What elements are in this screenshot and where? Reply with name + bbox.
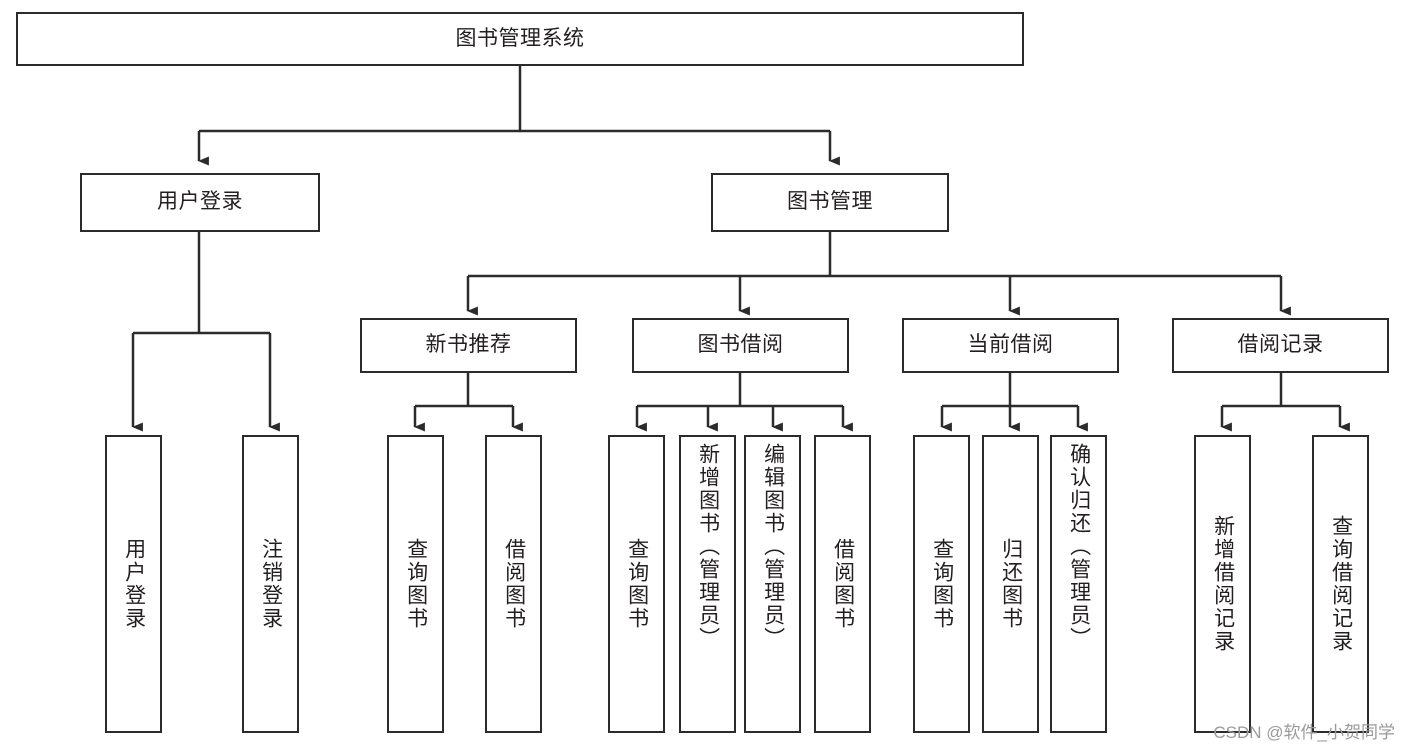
- node-leaf-edit-book-label: 编辑图书（管理员）: [761, 443, 785, 650]
- node-leaf-add-record[interactable]: 新增借阅记录: [1194, 435, 1251, 733]
- node-new-book-rec[interactable]: 新书推荐: [360, 318, 577, 373]
- node-leaf-confirm-return[interactable]: 确认归还（管理员）: [1050, 435, 1107, 733]
- node-leaf-user-login[interactable]: 用户登录: [105, 435, 162, 733]
- csdn-watermark: CSDN @软件_小贺同学: [1213, 723, 1395, 742]
- node-root-label: 图书管理系统: [455, 26, 585, 50]
- node-book-manage[interactable]: 图书管理: [711, 173, 949, 232]
- node-book-manage-label: 图书管理: [787, 190, 873, 214]
- node-leaf-add-record-label: 新增借阅记录: [1211, 515, 1235, 653]
- node-leaf-borrow-book-2[interactable]: 借阅图书: [814, 435, 871, 733]
- node-book-borrow[interactable]: 图书借阅: [632, 318, 849, 373]
- node-leaf-user-login-label: 用户登录: [122, 538, 146, 630]
- node-user-login[interactable]: 用户登录: [80, 173, 320, 232]
- node-leaf-return-book-label: 归还图书: [999, 538, 1023, 630]
- node-user-login-label: 用户登录: [157, 190, 243, 214]
- node-leaf-query-book-3[interactable]: 查询图书: [913, 435, 970, 733]
- node-leaf-add-book[interactable]: 新增图书（管理员）: [679, 435, 736, 733]
- node-leaf-return-book[interactable]: 归还图书: [982, 435, 1039, 733]
- node-borrow-record[interactable]: 借阅记录: [1172, 318, 1389, 373]
- node-leaf-query-book-3-label: 查询图书: [930, 538, 954, 630]
- node-new-book-rec-label: 新书推荐: [425, 333, 512, 357]
- node-leaf-add-book-label: 新增图书（管理员）: [696, 443, 720, 650]
- node-leaf-query-book-1[interactable]: 查询图书: [387, 435, 444, 733]
- node-leaf-edit-book[interactable]: 编辑图书（管理员）: [744, 435, 801, 733]
- node-current-borrow[interactable]: 当前借阅: [902, 318, 1119, 373]
- node-leaf-user-logout[interactable]: 注销登录: [242, 435, 299, 733]
- node-borrow-record-label: 借阅记录: [1237, 333, 1324, 357]
- node-leaf-query-record[interactable]: 查询借阅记录: [1312, 435, 1369, 733]
- node-leaf-confirm-return-label: 确认归还（管理员）: [1067, 443, 1091, 650]
- node-root[interactable]: 图书管理系统: [16, 12, 1024, 66]
- node-book-borrow-label: 图书借阅: [697, 333, 784, 357]
- node-current-borrow-label: 当前借阅: [967, 333, 1054, 357]
- node-leaf-query-book-2-label: 查询图书: [625, 538, 649, 630]
- node-leaf-query-book-1-label: 查询图书: [404, 538, 428, 630]
- node-leaf-query-book-2[interactable]: 查询图书: [608, 435, 665, 733]
- node-leaf-borrow-book-1[interactable]: 借阅图书: [485, 435, 542, 733]
- node-leaf-user-logout-label: 注销登录: [259, 538, 283, 630]
- node-leaf-borrow-book-2-label: 借阅图书: [831, 538, 855, 630]
- node-leaf-query-record-label: 查询借阅记录: [1329, 515, 1353, 653]
- node-leaf-borrow-book-1-label: 借阅图书: [502, 538, 526, 630]
